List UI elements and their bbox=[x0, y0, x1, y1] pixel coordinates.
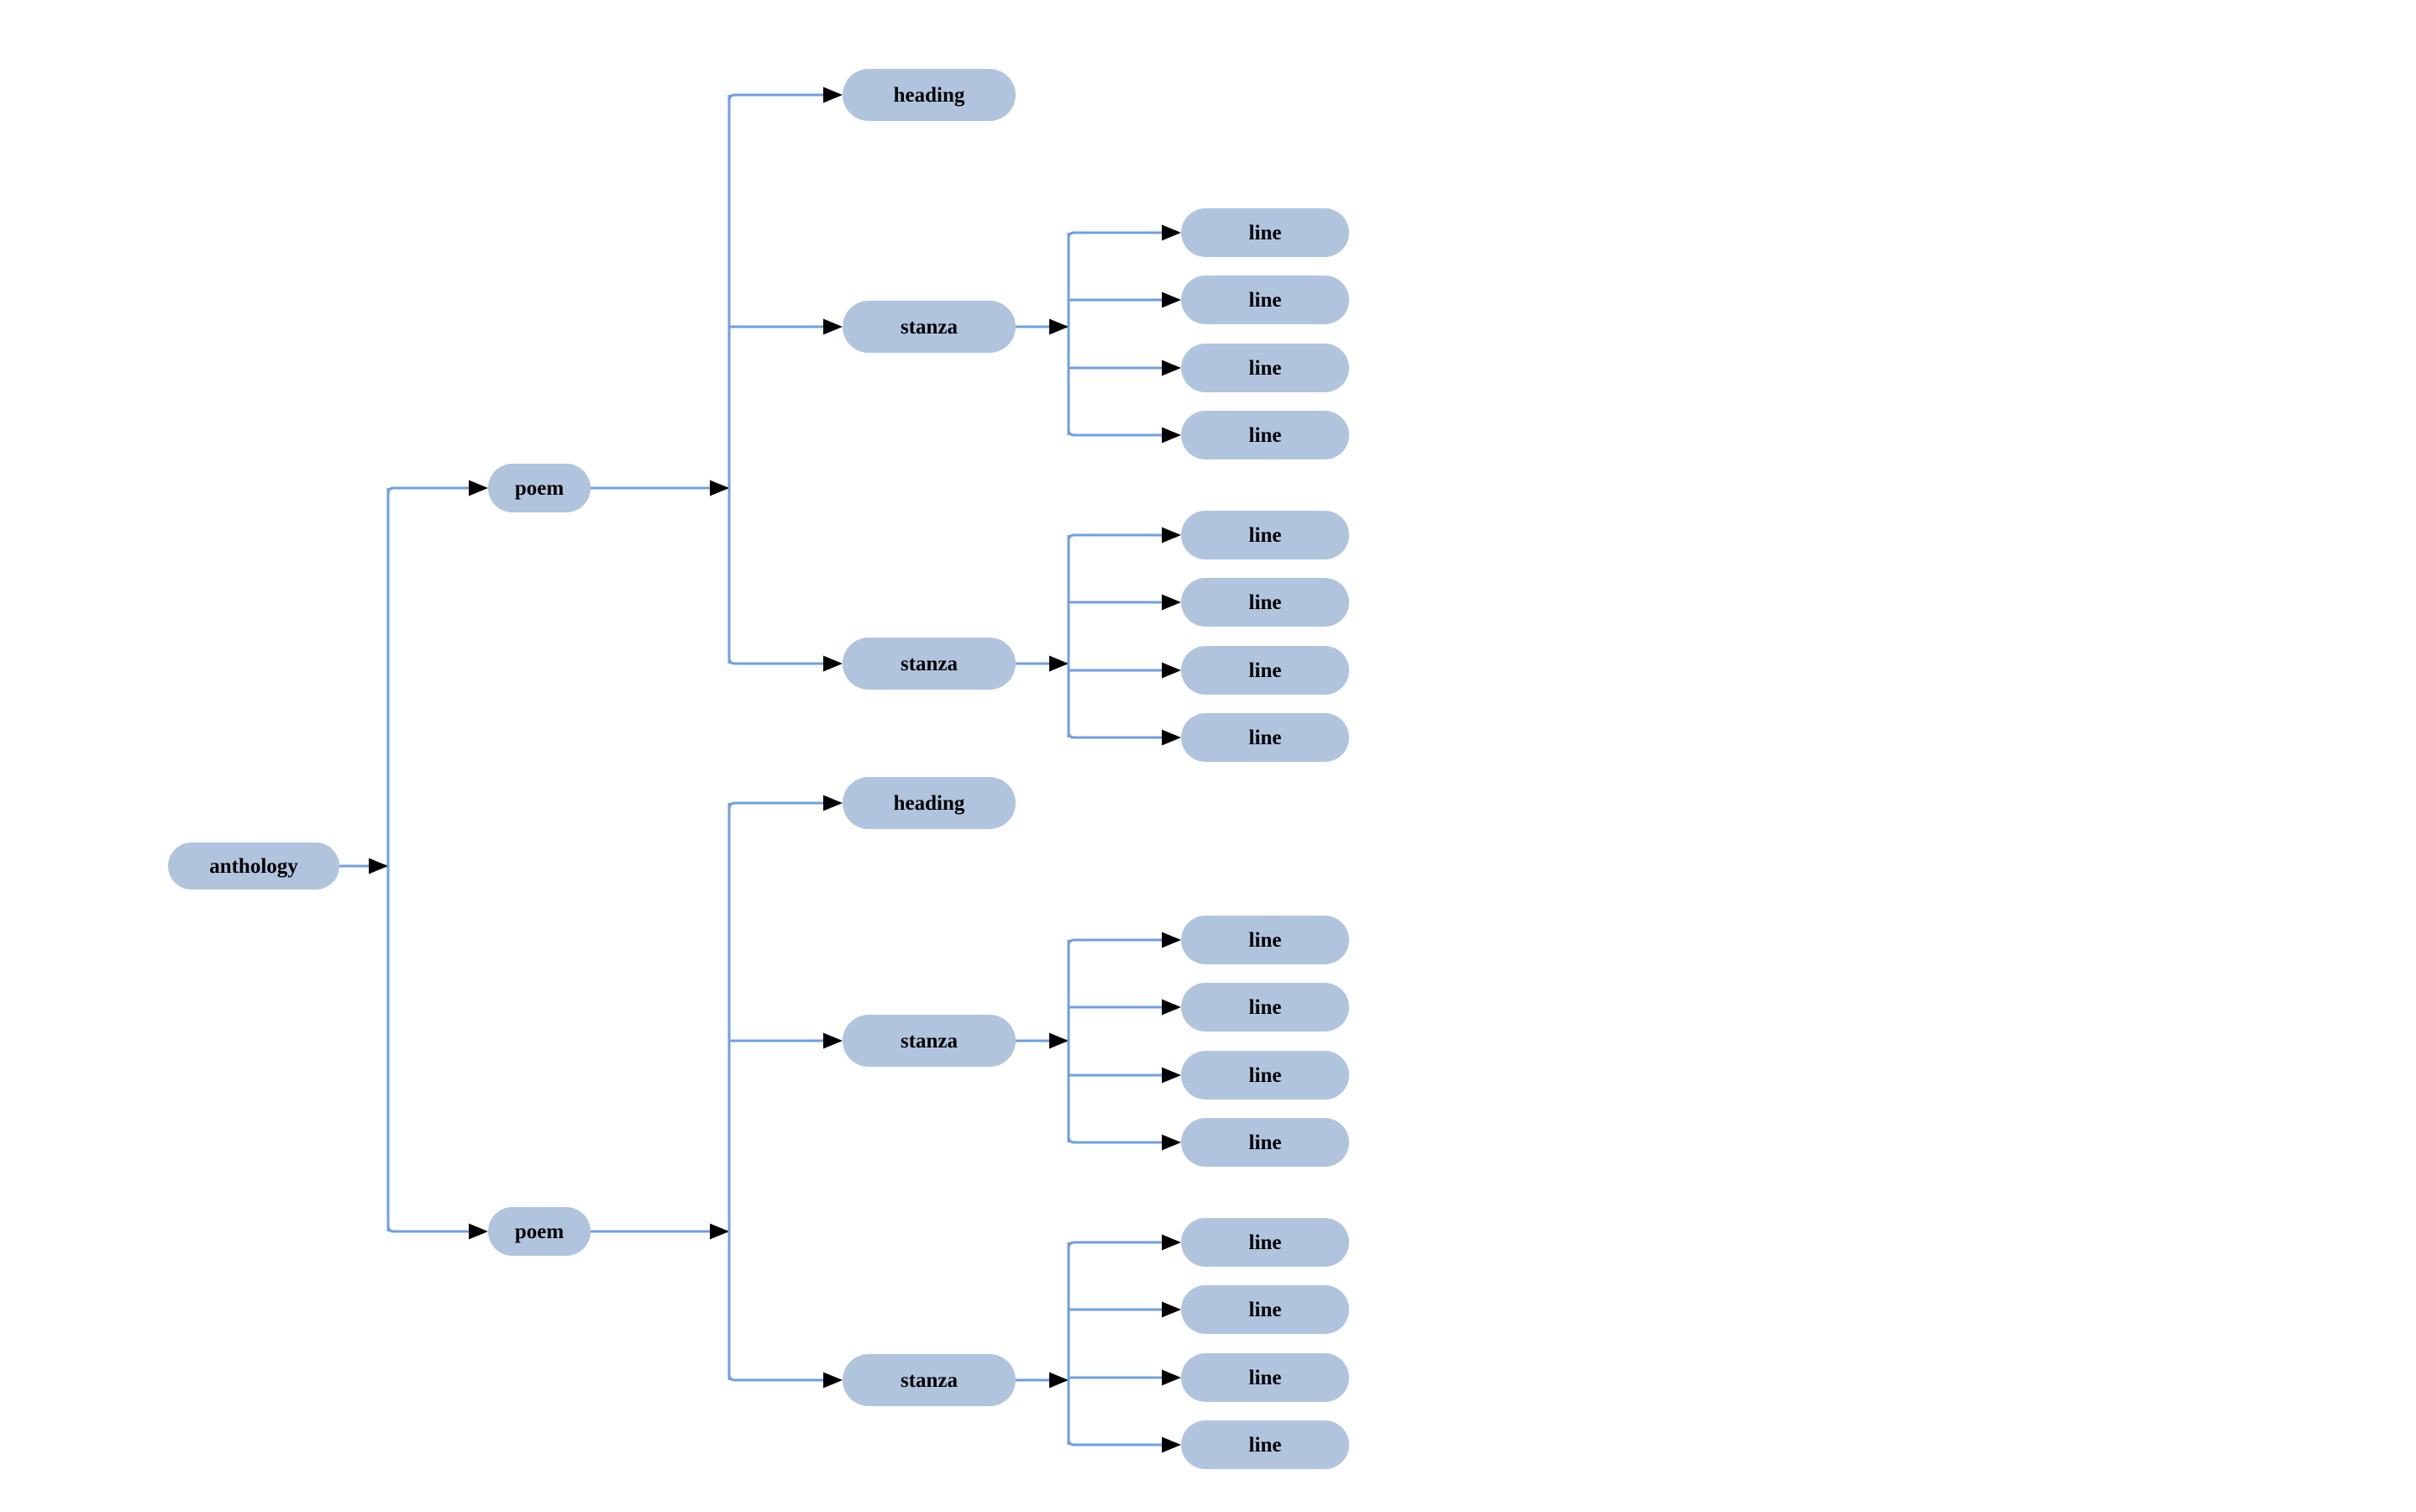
arrowhead-icon bbox=[1162, 729, 1181, 746]
arrowhead-icon bbox=[823, 1032, 843, 1049]
arrowhead-icon bbox=[1162, 360, 1181, 376]
edge-branch bbox=[1067, 1241, 1162, 1249]
tree-node-label: line bbox=[1248, 1231, 1282, 1254]
arrowhead-icon bbox=[1162, 427, 1181, 444]
tree-node-label: stanza bbox=[900, 1029, 959, 1053]
arrowhead-icon bbox=[710, 480, 729, 496]
tree-node-anthology[interactable]: anthology bbox=[168, 843, 339, 890]
edge-branch bbox=[1067, 1136, 1162, 1144]
tree-node-line[interactable]: line bbox=[1181, 916, 1349, 964]
tree-node-label: line bbox=[1248, 288, 1282, 312]
tree-node-label: line bbox=[1248, 523, 1282, 547]
arrowhead-icon bbox=[1162, 932, 1181, 948]
tree-node-label: line bbox=[1248, 221, 1282, 244]
arrowhead-icon bbox=[1162, 662, 1181, 679]
tree-node-stanza[interactable]: stanza bbox=[843, 1354, 1016, 1406]
arrowhead-icon bbox=[1162, 1369, 1181, 1386]
edge-branch bbox=[386, 1225, 469, 1233]
tree-node-line[interactable]: line bbox=[1181, 713, 1349, 762]
tree-node-label: heading bbox=[893, 83, 965, 107]
arrowhead-icon bbox=[1162, 1234, 1181, 1251]
edge-branch bbox=[727, 1373, 823, 1382]
arrowhead-icon bbox=[1162, 1134, 1181, 1151]
tree-node-line[interactable]: line bbox=[1181, 208, 1349, 257]
tree-node-label: line bbox=[1248, 659, 1282, 682]
tree-node-poem[interactable]: poem bbox=[488, 464, 591, 512]
arrowhead-icon bbox=[469, 480, 488, 496]
tree-node-label: poem bbox=[514, 476, 565, 500]
arrowhead-icon bbox=[1049, 318, 1069, 335]
arrowhead-icon bbox=[710, 1223, 729, 1240]
edge-branch bbox=[1067, 428, 1162, 437]
arrowhead-icon bbox=[369, 858, 388, 874]
tree-node-label: stanza bbox=[900, 652, 959, 675]
arrowhead-icon bbox=[1162, 1436, 1181, 1453]
tree-node-heading[interactable]: heading bbox=[843, 777, 1016, 829]
tree-node-label: anthology bbox=[209, 854, 298, 878]
tree-node-label: line bbox=[1248, 1063, 1282, 1087]
arrowhead-icon bbox=[1162, 1067, 1181, 1084]
tree-node-stanza[interactable]: stanza bbox=[843, 301, 1016, 353]
arrowhead-icon bbox=[1162, 291, 1181, 308]
edge-branch bbox=[1067, 1438, 1162, 1446]
tree-node-line[interactable]: line bbox=[1181, 1353, 1349, 1402]
tree-node-line[interactable]: line bbox=[1181, 511, 1349, 559]
tree-node-line[interactable]: line bbox=[1181, 276, 1349, 324]
tree-node-label: line bbox=[1248, 928, 1282, 952]
tree-node-label: line bbox=[1248, 1298, 1282, 1321]
arrowhead-icon bbox=[1049, 1032, 1069, 1049]
arrowhead-icon bbox=[1162, 1301, 1181, 1318]
tree-node-line[interactable]: line bbox=[1181, 1118, 1349, 1167]
arrowhead-icon bbox=[823, 87, 843, 103]
tree-node-label: stanza bbox=[900, 315, 959, 339]
edge-branch bbox=[1067, 731, 1162, 739]
tree-node-line[interactable]: line bbox=[1181, 411, 1349, 459]
tree-node-label: line bbox=[1248, 995, 1282, 1019]
tree-node-label: line bbox=[1248, 591, 1282, 614]
arrowhead-icon bbox=[823, 318, 843, 335]
tree-node-label: line bbox=[1248, 356, 1282, 380]
tree-node-label: heading bbox=[893, 791, 965, 815]
arrowhead-icon bbox=[1162, 999, 1181, 1016]
tree-node-poem[interactable]: poem bbox=[488, 1207, 591, 1256]
tree-node-line[interactable]: line bbox=[1181, 983, 1349, 1032]
tree-node-label: poem bbox=[514, 1220, 565, 1243]
edge-branch bbox=[1067, 231, 1162, 239]
edge-branch bbox=[727, 93, 823, 102]
tree-node-line[interactable]: line bbox=[1181, 578, 1349, 627]
arrowhead-icon bbox=[823, 1372, 843, 1389]
edge-branch bbox=[1067, 938, 1162, 947]
edge-branch bbox=[386, 486, 469, 495]
arrowhead-icon bbox=[1049, 655, 1069, 672]
tree-node-line[interactable]: line bbox=[1181, 1218, 1349, 1267]
edge-branch bbox=[727, 657, 823, 665]
edge-branch bbox=[727, 801, 823, 810]
tree-node-line[interactable]: line bbox=[1181, 1285, 1349, 1334]
tree-node-label: line bbox=[1248, 423, 1282, 447]
tree-node-label: line bbox=[1248, 726, 1282, 749]
tree-node-label: stanza bbox=[900, 1368, 959, 1392]
edge-branch bbox=[1067, 533, 1162, 542]
tree-node-label: line bbox=[1248, 1131, 1282, 1154]
tree-node-line[interactable]: line bbox=[1181, 344, 1349, 392]
arrowhead-icon bbox=[1162, 224, 1181, 241]
tree-node-line[interactable]: line bbox=[1181, 1420, 1349, 1469]
tree-node-line[interactable]: line bbox=[1181, 646, 1349, 695]
arrowhead-icon bbox=[823, 795, 843, 811]
arrowhead-icon bbox=[1049, 1372, 1069, 1389]
tree-node-label: line bbox=[1248, 1433, 1282, 1457]
arrowhead-icon bbox=[823, 655, 843, 672]
tree-node-label: line bbox=[1248, 1366, 1282, 1389]
arrowhead-icon bbox=[1162, 594, 1181, 611]
tree-node-stanza[interactable]: stanza bbox=[843, 638, 1016, 690]
tree-node-stanza[interactable]: stanza bbox=[843, 1015, 1016, 1067]
tree-node-line[interactable]: line bbox=[1181, 1051, 1349, 1100]
tree-node-heading[interactable]: heading bbox=[843, 69, 1016, 121]
arrowhead-icon bbox=[469, 1223, 488, 1240]
arrowhead-icon bbox=[1162, 527, 1181, 543]
